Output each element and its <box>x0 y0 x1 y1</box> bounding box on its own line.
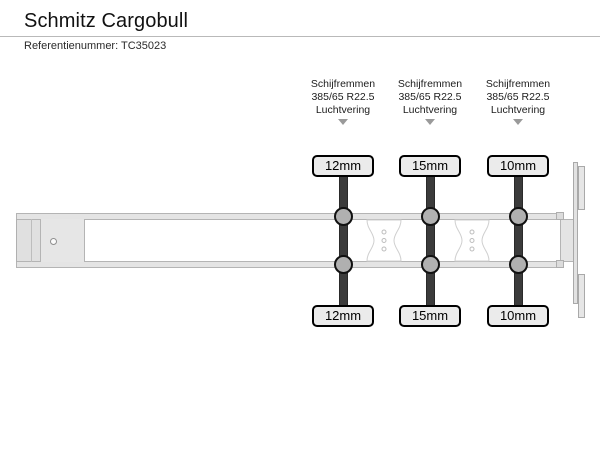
tread-badge-1-right: 12mm <box>312 305 374 327</box>
chassis-rail-bottom <box>16 261 562 268</box>
front-slot <box>31 219 32 262</box>
axle-spec-1: Schijfremmen 385/65 R22.5 Luchtvering <box>297 78 389 125</box>
chevron-down-icon <box>513 119 523 125</box>
axle-1-suspension: Luchtvering <box>315 104 371 116</box>
tread-badge-2-left: 15mm <box>399 155 461 177</box>
axle-spec-2: Schijfremmen 385/65 R22.5 Luchtvering <box>384 78 476 125</box>
kingpin-icon <box>50 238 57 245</box>
reference-number: Referentienummer: TC35023 <box>24 40 167 52</box>
rear-underrun-beam <box>573 162 578 304</box>
axle-3-brake-type: Schijfremmen <box>485 78 551 90</box>
wheel-hub-3-right <box>509 255 528 274</box>
rear-cap-bottom <box>556 260 564 268</box>
axle-1-brake-type: Schijfremmen <box>310 78 376 90</box>
rear-cap-top <box>556 212 564 220</box>
rear-pad-lower <box>578 274 585 318</box>
rear-pad-upper <box>578 166 585 210</box>
axle-bar-1 <box>339 172 348 308</box>
wheel-hub-3-left <box>509 207 528 226</box>
rear-web <box>560 219 574 262</box>
axle-spec-3: Schijfremmen 385/65 R22.5 Luchtvering <box>472 78 564 125</box>
axle-bar-2 <box>426 172 435 308</box>
tread-badge-2-right: 15mm <box>399 305 461 327</box>
front-edge <box>16 219 17 262</box>
axle-1-tyre-size: 385/65 R22.5 <box>311 91 375 103</box>
axle-2-suspension: Luchtvering <box>402 104 458 116</box>
chevron-down-icon <box>425 119 435 125</box>
axle-3-suspension: Luchtvering <box>490 104 546 116</box>
wheel-hub-2-left <box>421 207 440 226</box>
axle-2-brake-type: Schijfremmen <box>397 78 463 90</box>
axle-3-tyre-size: 385/65 R22.5 <box>486 91 550 103</box>
suspension-hanger-1 <box>366 219 402 262</box>
kingpin-plate <box>40 219 85 262</box>
wheel-hub-1-right <box>334 255 353 274</box>
wheel-hub-1-left <box>334 207 353 226</box>
tread-badge-3-right: 10mm <box>487 305 549 327</box>
chevron-down-icon <box>338 119 348 125</box>
wheel-hub-2-right <box>421 255 440 274</box>
axle-2-tyre-size: 385/65 R22.5 <box>398 91 462 103</box>
page-title: Schmitz Cargobull <box>24 10 188 32</box>
suspension-hanger-2 <box>454 219 490 262</box>
axle-bar-3 <box>514 172 523 308</box>
tread-badge-3-left: 10mm <box>487 155 549 177</box>
tread-badge-1-left: 12mm <box>312 155 374 177</box>
header-divider <box>0 36 600 37</box>
